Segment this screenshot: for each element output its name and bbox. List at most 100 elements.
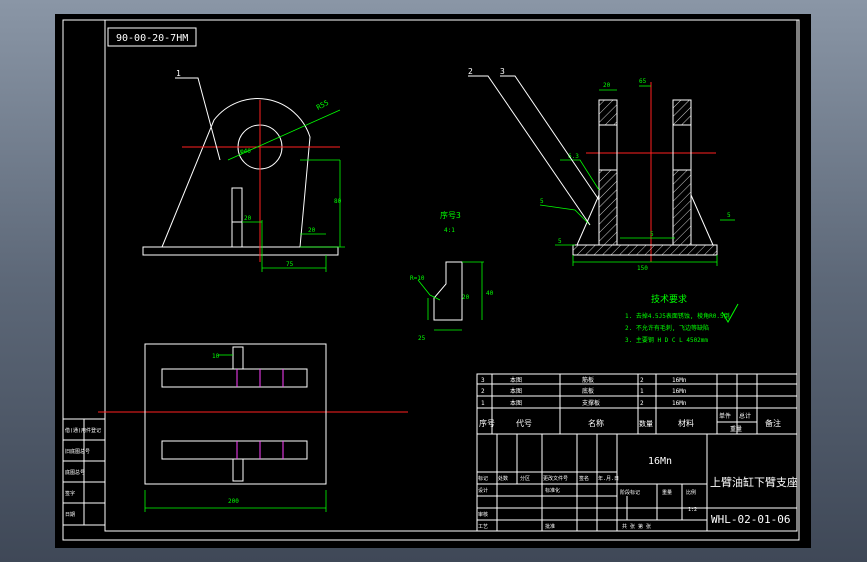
plan-dims: [144, 354, 327, 512]
part-title: 上臂油缸下臂支座: [710, 475, 798, 489]
material-text: 16Mn: [648, 456, 672, 467]
weld-4: 5: [650, 231, 654, 238]
detail-title: 序号3: [440, 210, 461, 220]
width-75-label: 75: [286, 261, 294, 268]
bom-r3-mat: 16Mn: [672, 400, 687, 407]
tb-weight: 重量: [662, 489, 672, 496]
weld-3: 5: [558, 238, 562, 245]
side-view: [572, 99, 718, 256]
left-rib: [576, 194, 600, 246]
left-block-1: 借(通)用件登记: [65, 427, 101, 434]
detail-dims: [417, 261, 484, 331]
bom-r3-qty: 2: [640, 400, 644, 407]
support-plate: [161, 98, 311, 248]
tb-stage: 阶段标记: [620, 489, 640, 496]
right-plate-hatch-bot: [672, 169, 692, 246]
bom-r2-qty: 1: [640, 388, 644, 395]
bom-r3-code: 本图: [510, 399, 522, 407]
bom-r3-no: 1: [481, 400, 485, 407]
top-65-label: 65: [639, 78, 647, 85]
bom-h-remark: 备注: [765, 418, 781, 428]
bom-h-name: 名称: [588, 418, 604, 428]
tb-change: 更改文件号: [543, 475, 568, 482]
top-20-label: 20: [603, 82, 611, 89]
bom-r1-mat: 16Mn: [672, 377, 687, 384]
callout-3: 3: [500, 67, 505, 76]
weld-1: 6.3: [568, 153, 579, 160]
plan-length-label: 200: [228, 498, 239, 505]
leader-3: [500, 75, 600, 201]
title-block: [476, 433, 798, 532]
detail-40: 40: [486, 290, 494, 297]
tb-std: 标准化: [545, 487, 560, 494]
drawing-number: WHL-02-01-06: [711, 513, 790, 526]
bom-h-mat: 材料: [678, 418, 694, 428]
width-20b-label: 20: [308, 227, 316, 234]
left-block-2: 旧底图总号: [65, 448, 90, 455]
bom-h-total: 总计: [739, 412, 751, 420]
leader-1: [175, 77, 221, 161]
inner-border: [104, 19, 798, 532]
tb-scale-label: 比例: [686, 489, 696, 496]
rotated-code-box: [107, 27, 197, 47]
weld-2: 5: [540, 198, 544, 205]
bom-r1-code: 本图: [510, 376, 522, 384]
left-block-4: 签字: [65, 490, 75, 497]
plan-rib-bottom: [232, 458, 244, 482]
rib-slot: [231, 187, 243, 248]
tech-line-2: 2. 不允许有毛刺, 飞边等缺陷: [625, 324, 709, 332]
width-20a-label: 20: [244, 215, 252, 222]
tb-approve: 批准: [545, 523, 555, 530]
tb-marks: 标记: [478, 475, 488, 482]
bom-r1-name: 筋板: [582, 376, 594, 384]
plan-view: [144, 343, 327, 485]
tb-scale: 1:2: [688, 507, 697, 513]
tb-review: 审核: [478, 511, 488, 518]
tb-sheet: 共 张 第 张: [622, 523, 651, 530]
tb-design: 设计: [478, 487, 488, 494]
bom-r3-name: 支撑板: [582, 399, 600, 407]
right-rib: [690, 194, 714, 246]
bom-r2-code: 本图: [510, 387, 522, 395]
diameter-label: φ40: [240, 148, 251, 155]
left-block-3: 底图总号: [65, 469, 85, 476]
bom-h-qty: 数量: [639, 419, 653, 428]
plan-rib-top: [232, 346, 244, 370]
bom-r1-no: 3: [481, 377, 485, 384]
tb-process: 工艺: [478, 524, 488, 530]
plan-height-label: 10: [212, 353, 220, 360]
width-150-label: 150: [637, 265, 648, 272]
plan-marks: [236, 369, 284, 459]
weld-5: 5: [727, 212, 731, 219]
bom-h-weight: 重量: [730, 425, 742, 433]
left-side-block: [62, 418, 106, 526]
tech-line-1: 1. 去掉4.5J5表面锈蚀, 棱角R0.5倒: [625, 312, 730, 320]
tech-title: 技术要求: [651, 293, 687, 305]
bom-r1-qty: 2: [640, 377, 644, 384]
bom-h-no: 序号: [479, 418, 495, 428]
bottom-plate: [572, 244, 718, 256]
bom-r2-name: 底板: [582, 387, 594, 395]
callout-1: 1: [176, 69, 181, 78]
tb-zone: 分区: [520, 475, 530, 482]
bom-r2-mat: 16Mn: [672, 388, 687, 395]
callout-2: 2: [468, 67, 473, 76]
detail-r10: R=10: [410, 275, 425, 282]
roughness-symbol: [721, 303, 739, 323]
plan-outline: [144, 343, 327, 485]
left-block-5: 日期: [65, 512, 75, 518]
bom-r2-no: 2: [481, 388, 485, 395]
tech-line-3: 3. 主要钢 H D C L 4502mm: [625, 336, 708, 344]
leader-2: [468, 75, 591, 226]
bom-h-code: 代号: [516, 418, 532, 428]
height-label: 80: [334, 198, 342, 205]
left-plate-hatch-top: [598, 99, 618, 126]
right-plate-hatch-top: [672, 99, 692, 126]
side-dims: [539, 85, 735, 266]
detail-scale: 4:1: [444, 227, 455, 234]
paper-sheet: [55, 14, 811, 548]
bom-h-single: 单件: [719, 412, 731, 420]
detail-20: 20: [462, 294, 470, 301]
tb-count: 处数: [498, 475, 508, 482]
